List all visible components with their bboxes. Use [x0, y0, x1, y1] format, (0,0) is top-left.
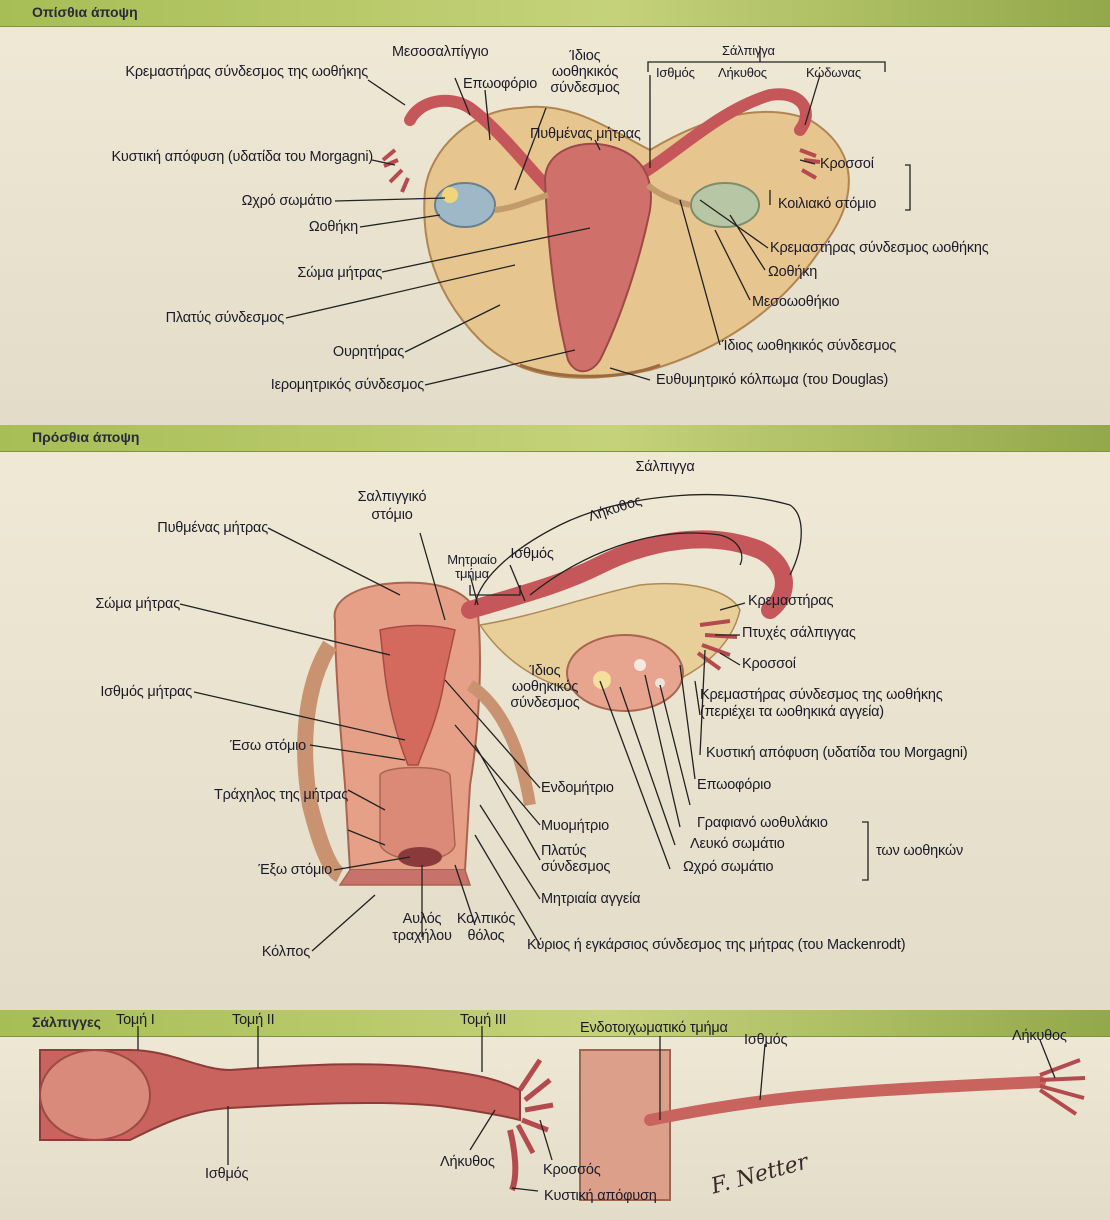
label-section-2: Τομή ΙΙ [232, 1012, 274, 1028]
label-fundus: Πυθμένας μήτρας [157, 520, 268, 536]
label-corpus-luteum: Ωχρό σωμάτιο [683, 859, 773, 875]
label-suspensory: Κρεμαστήρας [748, 593, 833, 609]
label-vesicular-appendix: Κυστική απόφυση (υδατίδα του Morgagni) [706, 745, 968, 761]
fallopian-tubes-section: Σάλπιγγες [0, 1010, 1110, 1220]
label-cardinal-ligament: Κύριος ή εγκάρσιος σύνδεσμος της μήτρας … [527, 937, 905, 953]
label-ampulla: Λήκυθος [440, 1154, 495, 1170]
label-uterine-part-2: τμήμα [442, 567, 502, 581]
label-ureter: Ουρητήρας [333, 344, 404, 360]
label-external-os: Έξω στόμιο [258, 862, 332, 878]
label-endometrium: Ενδομήτριο [541, 780, 614, 796]
label-abdominal-ostium: Κοιλιακό στόμιο [778, 196, 876, 212]
label-isthmus-right: Ισθμός [744, 1032, 787, 1048]
label-section-1: Τομή Ι [116, 1012, 155, 1028]
label-cervix: Τράχηλος της μήτρας [214, 787, 348, 803]
label-corpus-luteum: Ωχρό σωμάτιο [242, 193, 332, 209]
anterior-view-section: Πρόσθια άποψη [0, 425, 1110, 1010]
label-ovary: Ωοθήκη [309, 219, 358, 235]
label-uterine-part-1: Μητριαίο [442, 553, 502, 567]
label-fundus: Πυθμένας μήτρας [530, 126, 641, 142]
label-vaginal-fornix-1: Κολπικός [446, 911, 526, 927]
label-section-3: Τομή ΙΙΙ [460, 1012, 506, 1028]
label-suspensory-ligament: Κρεμαστήρας σύνδεσμος της ωοθήκης [125, 64, 368, 80]
label-epoophoron: Επωοφόριο [697, 777, 771, 793]
label-vesicular-appendix: Κυστική απόφυση [544, 1188, 657, 1204]
label-epoophoron: Επωοφόριο [463, 76, 537, 92]
label-corpus-albicans: Λευκό σωμάτιο [690, 836, 785, 852]
label-mesovarium: Μεσοωοθήκιο [752, 294, 839, 310]
label-of-ovaries: των ωοθηκών [876, 843, 963, 859]
label-vesicular-appendix: Κυστική απόφυση (υδατίδα του Morgagni) [111, 149, 373, 165]
label-rectouterine-pouch: Ευθυμητρικό κόλπωμα (του Douglas) [656, 372, 888, 388]
label-intramural-part: Ενδοτοιχωματικό τμήμα [580, 1020, 728, 1036]
label-ovarian-ligament-3: σύνδεσμος [535, 80, 635, 96]
label-ovary-right: Ωοθήκη [768, 264, 817, 280]
label-broad-ligament-1: Πλατύς [541, 843, 586, 859]
label-myometrium: Μυομήτριο [541, 818, 609, 834]
label-vaginal-fornix-2: θόλος [446, 928, 526, 944]
label-ovarian-ligament-2: ωοθηκικός [505, 679, 585, 695]
label-uterine-body: Σώμα μήτρας [297, 265, 382, 281]
label-tube-header: Σάλπιγγα [722, 44, 775, 58]
label-ovarian-ligament-1: Ίδιος [535, 48, 635, 64]
label-tubal-folds: Πτυχές σάλπιγγας [742, 625, 856, 641]
label-isthmus: Ισθμός [205, 1166, 248, 1182]
label-ovarian-ligament-2: ωοθηκικός [535, 64, 635, 80]
label-internal-os: Έσω στόμιο [230, 738, 306, 754]
label-graafian-follicle: Γραφιανό ωοθυλάκιο [697, 815, 828, 831]
label-suspensory-ligament-right: Κρεμαστήρας σύνδεσμος ωοθήκης [770, 240, 989, 256]
label-uterine-vessels: Μητριαία αγγεία [541, 891, 640, 907]
label-tubal-ostium-1: Σαλπιγγικό [342, 489, 442, 505]
posterior-view-section: Οπίσθια άποψη [0, 0, 1110, 425]
label-ovarian-ligament-right: Ίδιος ωοθηκικός σύνδεσμος [722, 338, 896, 354]
label-ovarian-ligament-1: Ίδιος [505, 663, 585, 679]
label-isthmus: Ισθμός [502, 546, 562, 562]
label-infundibulum: Κώδωνας [806, 66, 861, 80]
label-fimbriae: Κροσσοί [820, 156, 874, 172]
label-tubal-ostium-2: στόμιο [342, 507, 442, 523]
label-broad-ligament-2: σύνδεσμος [541, 859, 610, 875]
label-vagina: Κόλπος [262, 944, 310, 960]
label-uterosacral-ligament: Ιερομητρικός σύνδεσμος [271, 377, 424, 393]
label-uterine-body: Σώμα μήτρας [95, 596, 180, 612]
label-ampulla: Λήκυθος [718, 66, 767, 80]
label-tube-header: Σάλπιγγα [620, 459, 710, 475]
label-suspensory-ligament-2: (περιέχει τα ωοθηκικά αγγεία) [700, 704, 884, 720]
label-fimbria: Κροσσός [543, 1162, 601, 1178]
label-isthmus: Ισθμός [656, 66, 695, 80]
label-broad-ligament: Πλατύς σύνδεσμος [166, 310, 284, 326]
label-suspensory-ligament-1: Κρεμαστήρας σύνδεσμος της ωοθήκης [700, 687, 943, 703]
label-ampulla-right: Λήκυθος [1012, 1028, 1067, 1044]
label-ovarian-ligament-3: σύνδεσμος [505, 695, 585, 711]
anterior-uterus-illustration [0, 425, 1110, 1010]
label-fimbriae: Κροσσοί [742, 656, 796, 672]
label-mesosalpinx: Μεσοσαλπίγγιο [392, 44, 489, 60]
label-uterine-isthmus: Ισθμός μήτρας [100, 684, 192, 700]
